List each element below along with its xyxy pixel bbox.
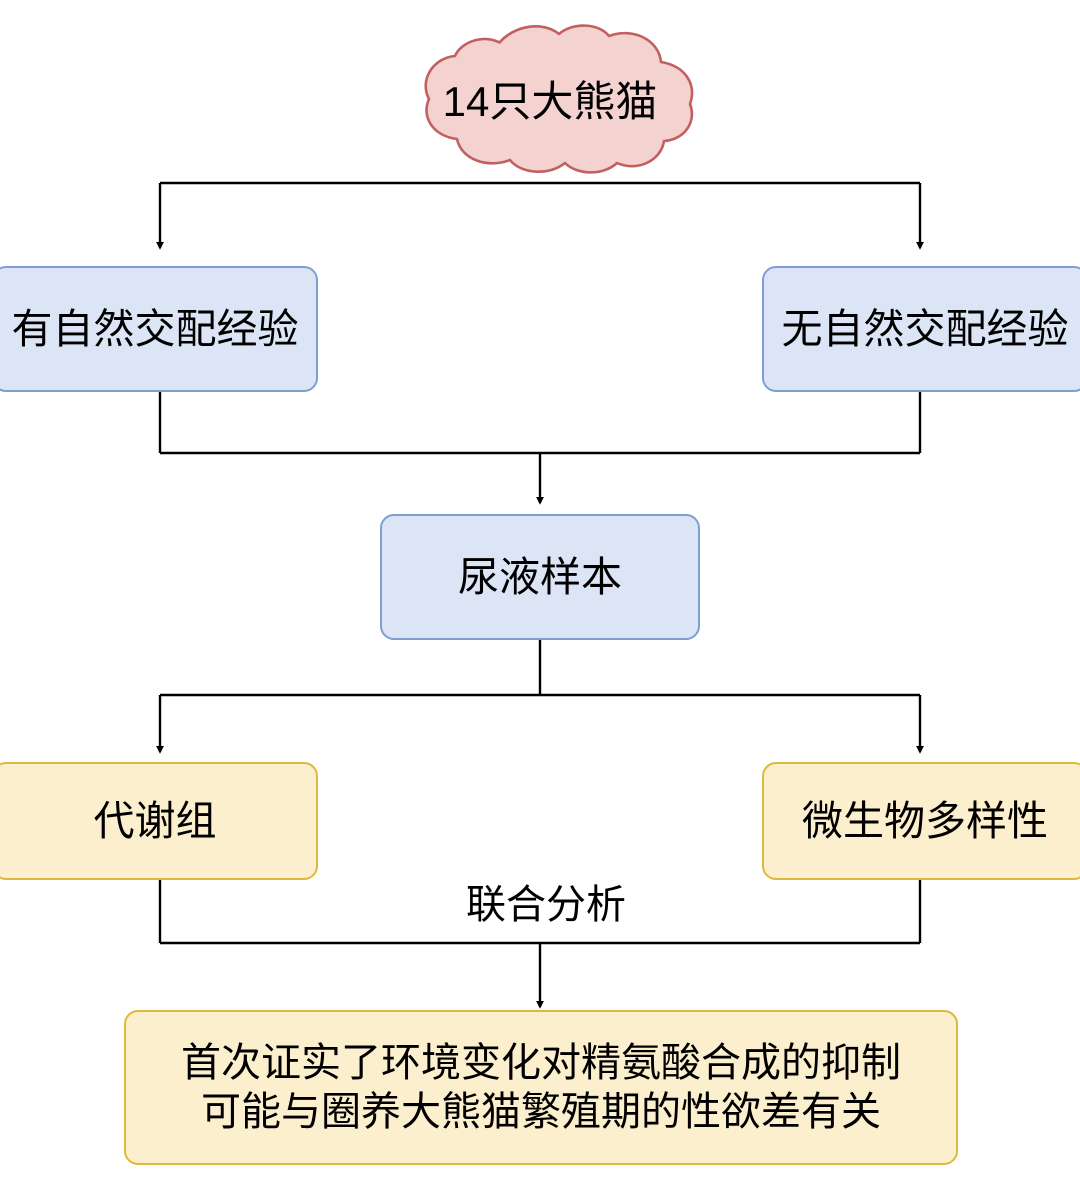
node-sample-label: 尿液样本 (458, 553, 622, 600)
edge-sample-to-analyses (156, 640, 924, 754)
node-source-cloud[interactable]: 14只大熊猫 (403, 22, 697, 174)
edge-source-to-groups (156, 181, 924, 250)
node-conclusion-line1: 首次证实了环境变化对精氨酸合成的抑制 (181, 1040, 901, 1085)
edge-groups-to-sample (158, 392, 922, 505)
node-group-left[interactable]: 有自然交配经验 (0, 266, 318, 392)
node-group-left-label: 有自然交配经验 (11, 305, 299, 352)
edge-label-joint-analysis: 联合分析 (424, 872, 668, 930)
node-group-right[interactable]: 无自然交配经验 (762, 266, 1080, 392)
node-analysis-left-label: 代谢组 (93, 797, 217, 844)
node-analysis-right[interactable]: 微生物多样性 (762, 762, 1080, 880)
node-conclusion[interactable]: 首次证实了环境变化对精氨酸合成的抑制 可能与圈养大熊猫繁殖期的性欲差有关 (124, 1010, 958, 1165)
edge-label-joint-analysis-text: 联合分析 (466, 883, 626, 927)
node-analysis-left[interactable]: 代谢组 (0, 762, 318, 880)
cloud-shape-icon (424, 24, 694, 174)
node-sample[interactable]: 尿液样本 (380, 514, 700, 640)
node-group-right-label: 无自然交配经验 (781, 305, 1069, 352)
node-conclusion-line2: 可能与圈养大熊猫繁殖期的性欲差有关 (201, 1089, 881, 1134)
node-analysis-right-label: 微生物多样性 (802, 797, 1048, 844)
edge-analyses-to-conclusion (158, 880, 922, 1009)
node-source-label: 14只大熊猫 (442, 77, 658, 125)
